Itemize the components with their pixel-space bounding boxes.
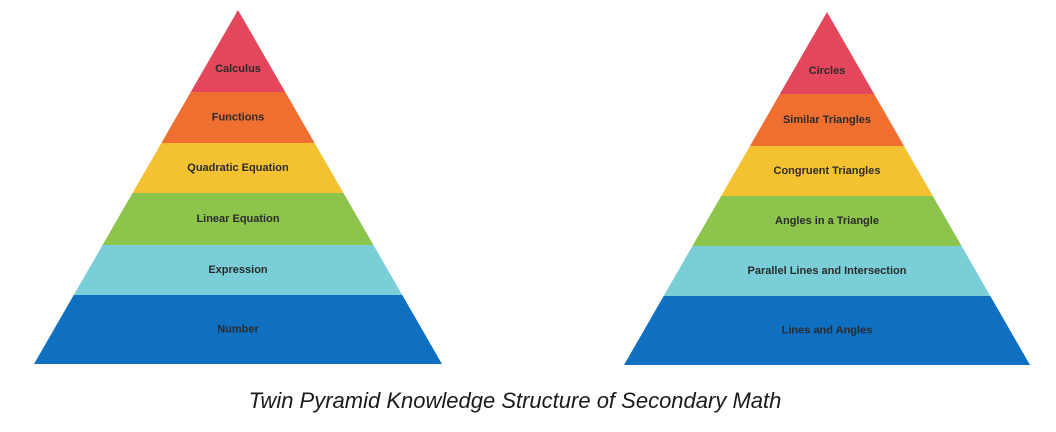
pyramid-layer xyxy=(779,12,875,94)
pyramid-layer xyxy=(692,196,962,246)
pyramid-layer-label: Congruent Triangles xyxy=(774,165,881,177)
pyramid-layer xyxy=(102,193,374,245)
pyramid-layer-label: Parallel Lines and Intersection xyxy=(748,265,907,277)
pyramid-layer-label: Angles in a Triangle xyxy=(775,215,879,227)
pyramid-layer-label: Expression xyxy=(208,264,268,276)
diagram-caption: Twin Pyramid Knowledge Structure of Seco… xyxy=(248,388,782,413)
pyramid-layer-label: Quadratic Equation xyxy=(187,162,289,174)
pyramid-layer xyxy=(73,245,403,295)
pyramid-layer xyxy=(34,295,442,364)
pyramid-layer-label: Functions xyxy=(212,112,265,124)
pyramid-layer xyxy=(624,296,1030,365)
pyramid-layer xyxy=(663,246,991,296)
pyramid-layer xyxy=(132,143,344,193)
pyramid-layer-label: Number xyxy=(217,324,259,336)
pyramid-layer-label: Circles xyxy=(809,65,846,77)
pyramid-layer-label: Similar Triangles xyxy=(783,114,871,126)
pyramid-layer xyxy=(749,94,905,146)
pyramid-layer-label: Lines and Angles xyxy=(782,325,873,337)
pyramid-layer xyxy=(721,146,933,196)
pyramid-layer-label: Linear Equation xyxy=(196,213,279,225)
pyramid-layer xyxy=(190,10,286,92)
pyramid-layer xyxy=(161,92,315,143)
pyramid-layer-label: Calculus xyxy=(215,63,261,75)
